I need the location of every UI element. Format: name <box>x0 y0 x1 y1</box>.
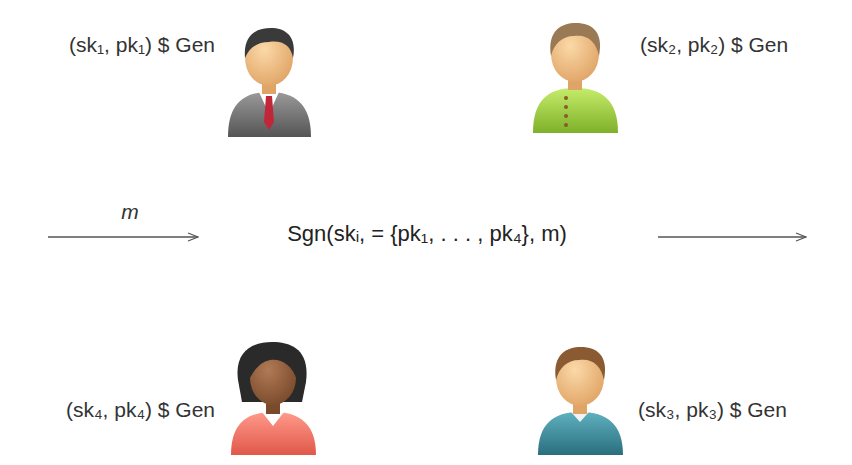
key-pair-label: (sk₁, pk₁) $ Gen <box>69 33 215 56</box>
input-arrow <box>48 236 198 237</box>
message-label: m <box>121 200 139 223</box>
person-icon <box>228 28 311 137</box>
ring-circle-shape <box>200 7 654 461</box>
signing-formula: Sgn(skᵢ, = {pk₁, . . . , pk₄}, m) <box>287 221 567 247</box>
person-icon <box>533 23 618 133</box>
person-icon <box>538 347 623 455</box>
key-pair-label: (sk₂, pk₂) $ Gen <box>640 33 788 56</box>
output-arrow <box>658 236 806 237</box>
ring-circle: Sgn(skᵢ, = {pk₁, . . . , pk₄}, m) <box>198 5 656 463</box>
person-icon <box>231 342 316 455</box>
key-pair-label: (sk₃, pk₃) $ Gen <box>638 398 787 421</box>
key-pair-label: (sk₄, pk₄) $ Gen <box>66 398 215 421</box>
